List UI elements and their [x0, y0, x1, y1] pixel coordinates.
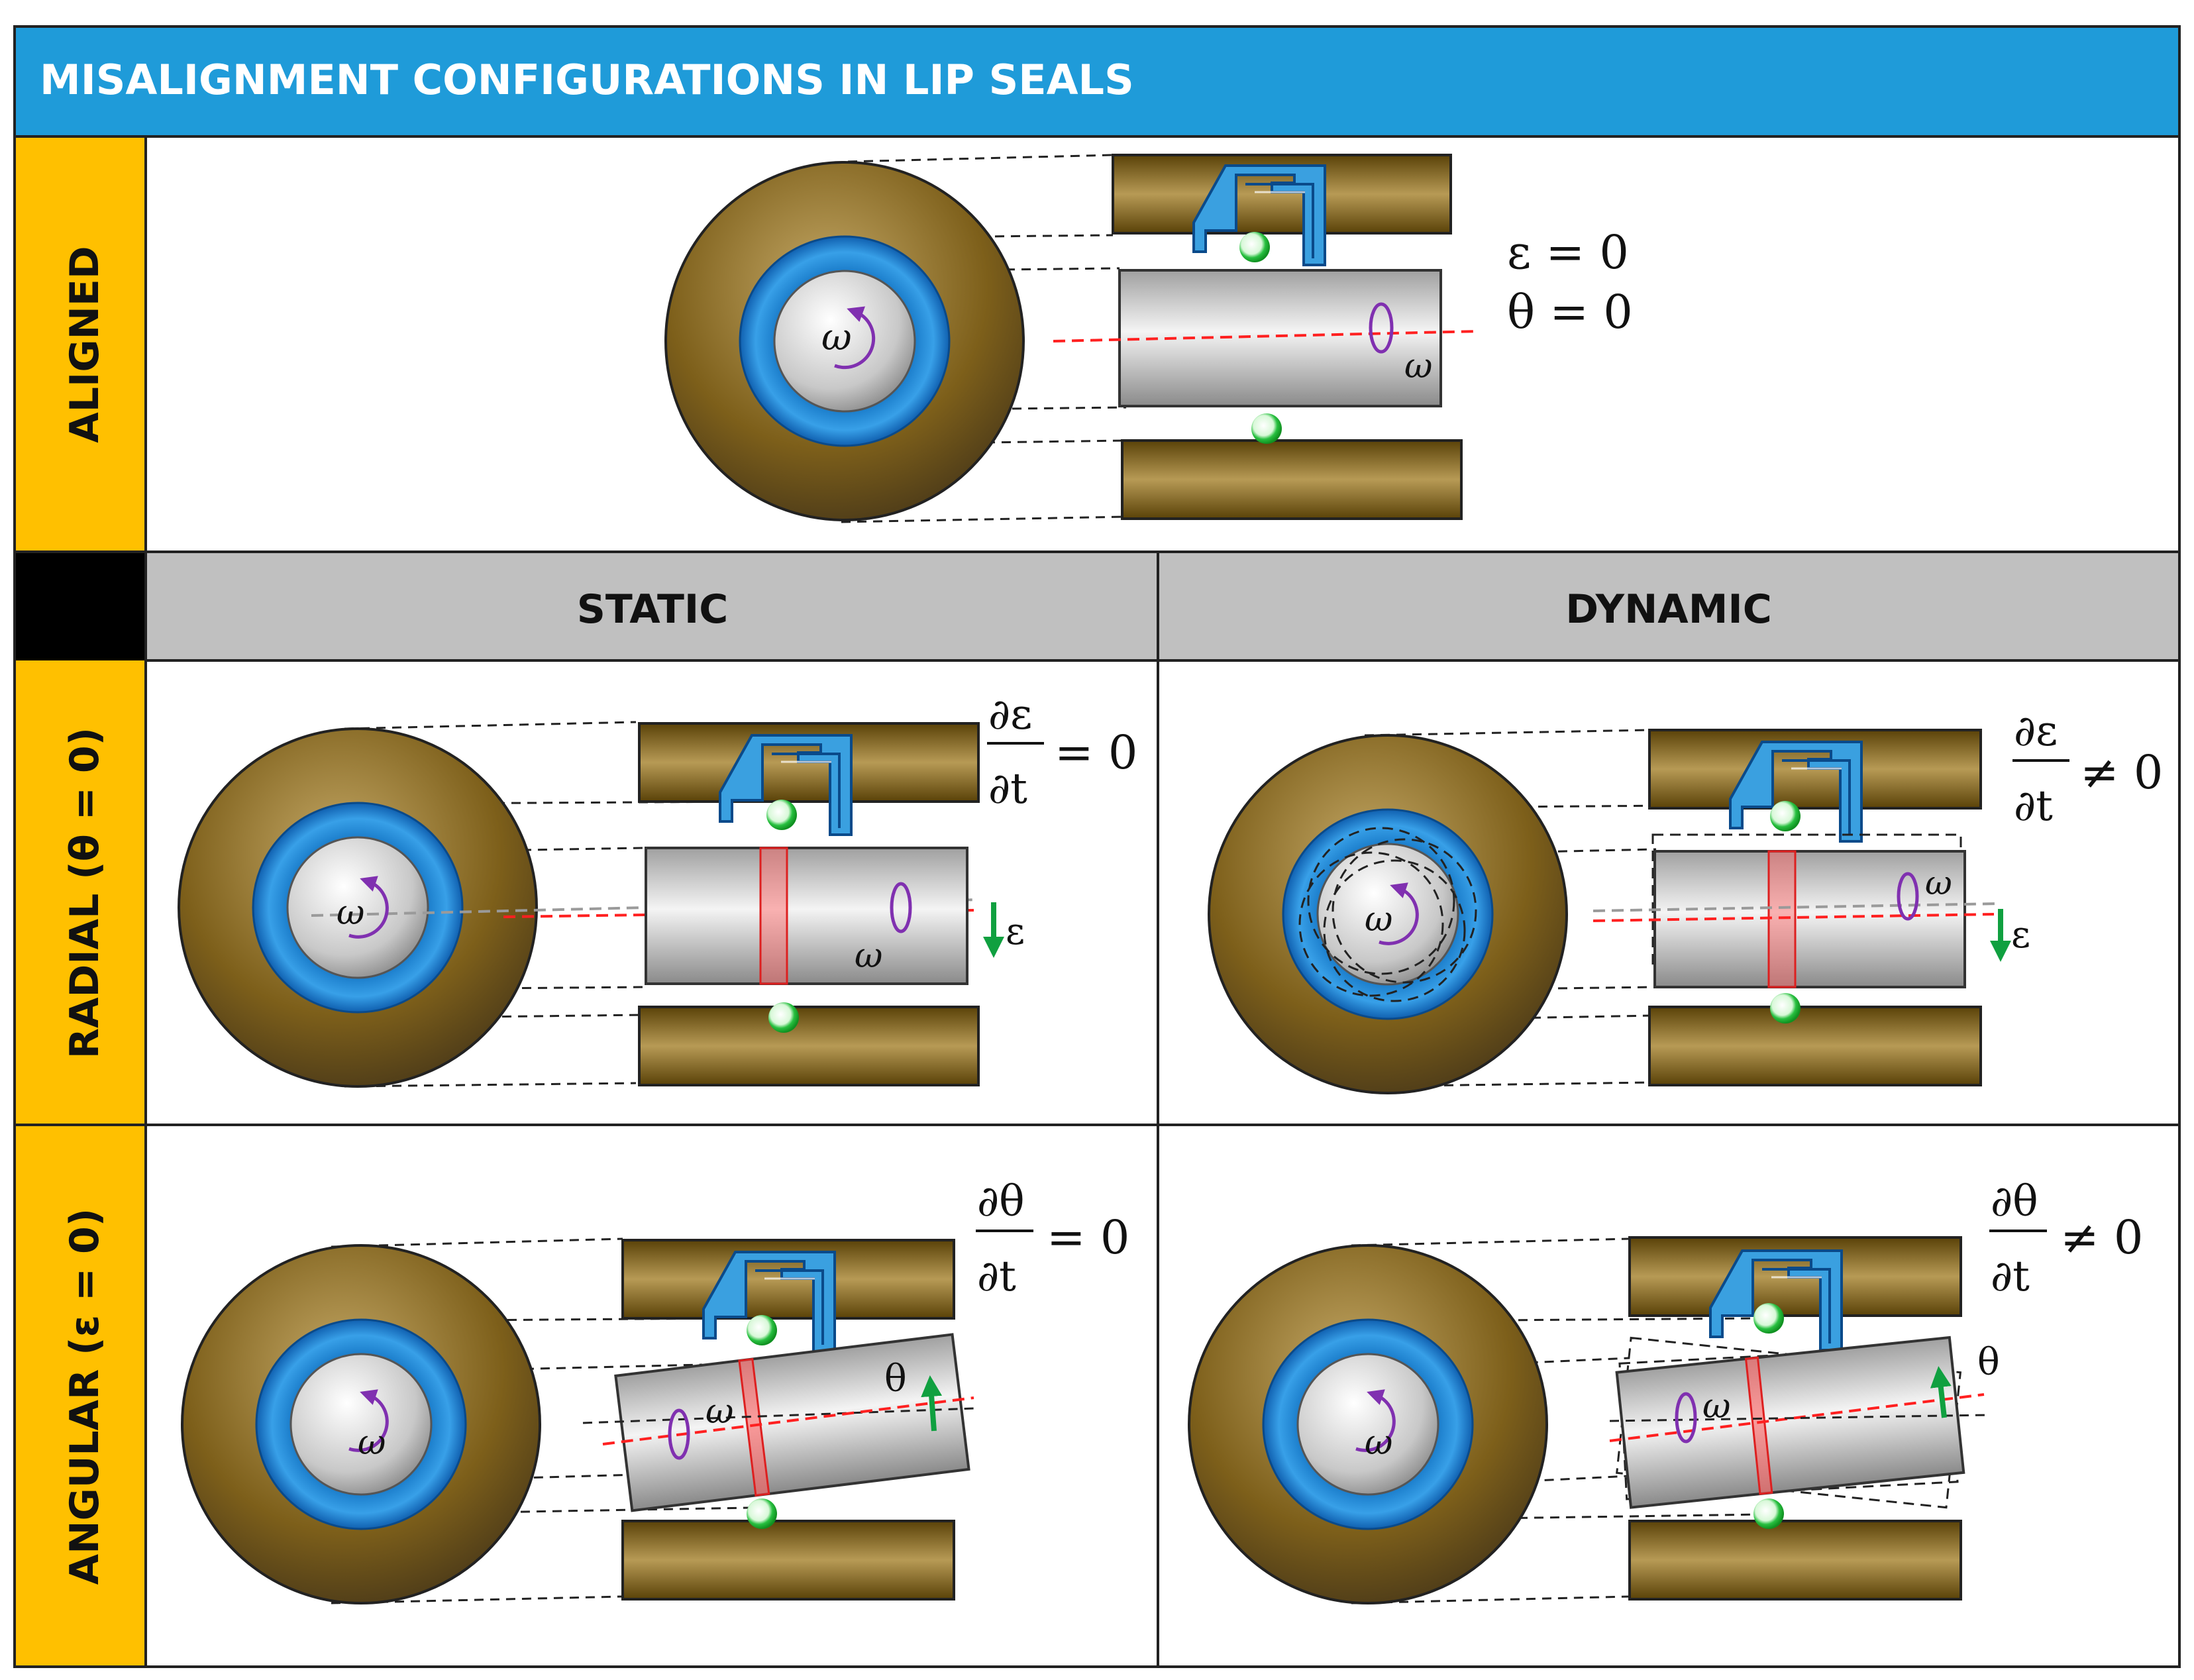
angular-dynamic-spring-top — [1753, 1303, 1784, 1334]
radial-static-panel: ω ω ε ∂ε ∂t = 0 — [178, 690, 1137, 1088]
aligned-side-omega: ω — [1404, 346, 1432, 386]
radial-dynamic-den: ∂t — [2014, 782, 2053, 831]
angular-static-theta-arrow — [921, 1375, 943, 1432]
angular-static-num: ∂θ — [977, 1177, 1025, 1226]
angular-static-front-omega: ω — [358, 1423, 386, 1463]
radial-static-contact-band — [759, 847, 788, 985]
radial-dynamic-axis — [1593, 913, 1995, 922]
radial-dynamic-spring-bottom — [1770, 993, 1801, 1024]
radial-dynamic-rhs: ≠ 0 — [2080, 745, 2163, 800]
radial-static-housing-bottom — [638, 1006, 980, 1086]
radial-dynamic-side-omega: ω — [1925, 864, 1952, 902]
diagram-title: MISALIGNMENT CONFIGURATIONS IN LIP SEALS — [40, 56, 1134, 104]
angular-dynamic-axis — [1609, 1393, 1985, 1442]
angular-dynamic-theta-label: θ — [1977, 1341, 2000, 1384]
angular-static-side-omega: ω — [705, 1392, 733, 1432]
radial-static-front-omega: ω — [337, 893, 364, 933]
angular-dynamic-num: ∂θ — [1991, 1177, 2038, 1226]
angular-static-spring-bottom — [747, 1498, 777, 1529]
column-header-static: STATIC — [577, 586, 729, 633]
row-label-radial-bg — [16, 660, 146, 1124]
angular-static-theta-label: θ — [884, 1357, 907, 1400]
aligned-panel: ω ω ε = 0 θ = 0 — [664, 154, 1633, 523]
aligned-front-omega: ω — [821, 316, 852, 359]
column-header-static-bg — [147, 553, 1158, 660]
radial-static-side-omega: ω — [855, 936, 882, 976]
angular-static-contact-band — [738, 1357, 770, 1497]
angular-static-axis — [602, 1396, 974, 1445]
radial-static-eps-label: ε — [1006, 910, 1025, 953]
radial-dynamic-spring-top — [1770, 801, 1801, 831]
radial-dynamic-shaft — [1653, 850, 1966, 988]
row-label-aligned: ALIGNED — [62, 246, 108, 443]
angular-dynamic-theta-arrow — [1930, 1366, 1952, 1418]
row-label-radial: RADIAL (θ = 0) — [62, 727, 108, 1059]
column-header-dynamic: DYNAMIC — [1565, 586, 1772, 633]
row-label-aligned-bg — [16, 138, 146, 552]
angular-dynamic-den: ∂t — [1991, 1252, 2030, 1301]
aligned-eps-eq: ε = 0 — [1507, 225, 1629, 280]
aligned-spring-bottom — [1251, 413, 1282, 444]
angular-dynamic-rhs: ≠ 0 — [2060, 1210, 2143, 1265]
angular-static-rhs: = 0 — [1047, 1210, 1129, 1265]
angular-dynamic-front-omega: ω — [1365, 1423, 1392, 1463]
radial-dynamic-housing-bottom — [1648, 1006, 1982, 1086]
radial-dynamic-contact-band — [1767, 850, 1797, 988]
radial-dynamic-eps-label: ε — [2011, 914, 2030, 957]
angular-dynamic-shaft — [1615, 1336, 1965, 1509]
aligned-housing-bottom — [1121, 439, 1463, 520]
row-label-angular-bg — [16, 1126, 146, 1665]
radial-dynamic-front-omega: ω — [1365, 900, 1392, 939]
radial-static-den: ∂t — [988, 764, 1027, 814]
title-bar — [16, 28, 2178, 136]
angular-static-shaft — [614, 1333, 970, 1512]
angular-dynamic-contact-band — [1744, 1356, 1773, 1495]
angular-static-panel: ω ω θ ∂θ ∂t = 0 — [181, 1177, 1129, 1604]
radial-dynamic-panel: ω ω ε ∂ε ∂t ≠ 0 — [1208, 707, 2163, 1094]
row-label-angular: ANGULAR (ε = 0) — [62, 1208, 108, 1585]
aligned-side-rotation — [1369, 302, 1394, 354]
angular-dynamic-spring-bottom — [1753, 1498, 1784, 1529]
angular-static-den: ∂t — [977, 1252, 1016, 1301]
radial-dynamic-num: ∂ε — [2014, 707, 2058, 756]
radial-static-rhs: = 0 — [1055, 725, 1137, 780]
angular-static-housing-bottom — [621, 1520, 955, 1601]
radial-static-num: ∂ε — [988, 690, 1032, 739]
aligned-theta-eq: θ = 0 — [1507, 285, 1633, 339]
angular-dynamic-housing-bottom — [1628, 1520, 1962, 1601]
aligned-axis — [1053, 330, 1479, 342]
radial-static-spring-top — [766, 800, 797, 830]
angular-dynamic-panel: ω ω θ ∂θ ∂t ≠ 0 — [1188, 1177, 2143, 1604]
corner-block — [16, 552, 146, 660]
column-header-dynamic-bg — [1159, 553, 2178, 660]
radial-static-shaft — [645, 847, 968, 985]
aligned-front-rotation-arrow — [834, 306, 876, 370]
angular-dynamic-side-omega: ω — [1702, 1387, 1730, 1426]
angular-static-spring-top — [747, 1315, 777, 1345]
radial-static-spring-bottom — [768, 1002, 799, 1033]
aligned-spring-top — [1239, 232, 1270, 262]
